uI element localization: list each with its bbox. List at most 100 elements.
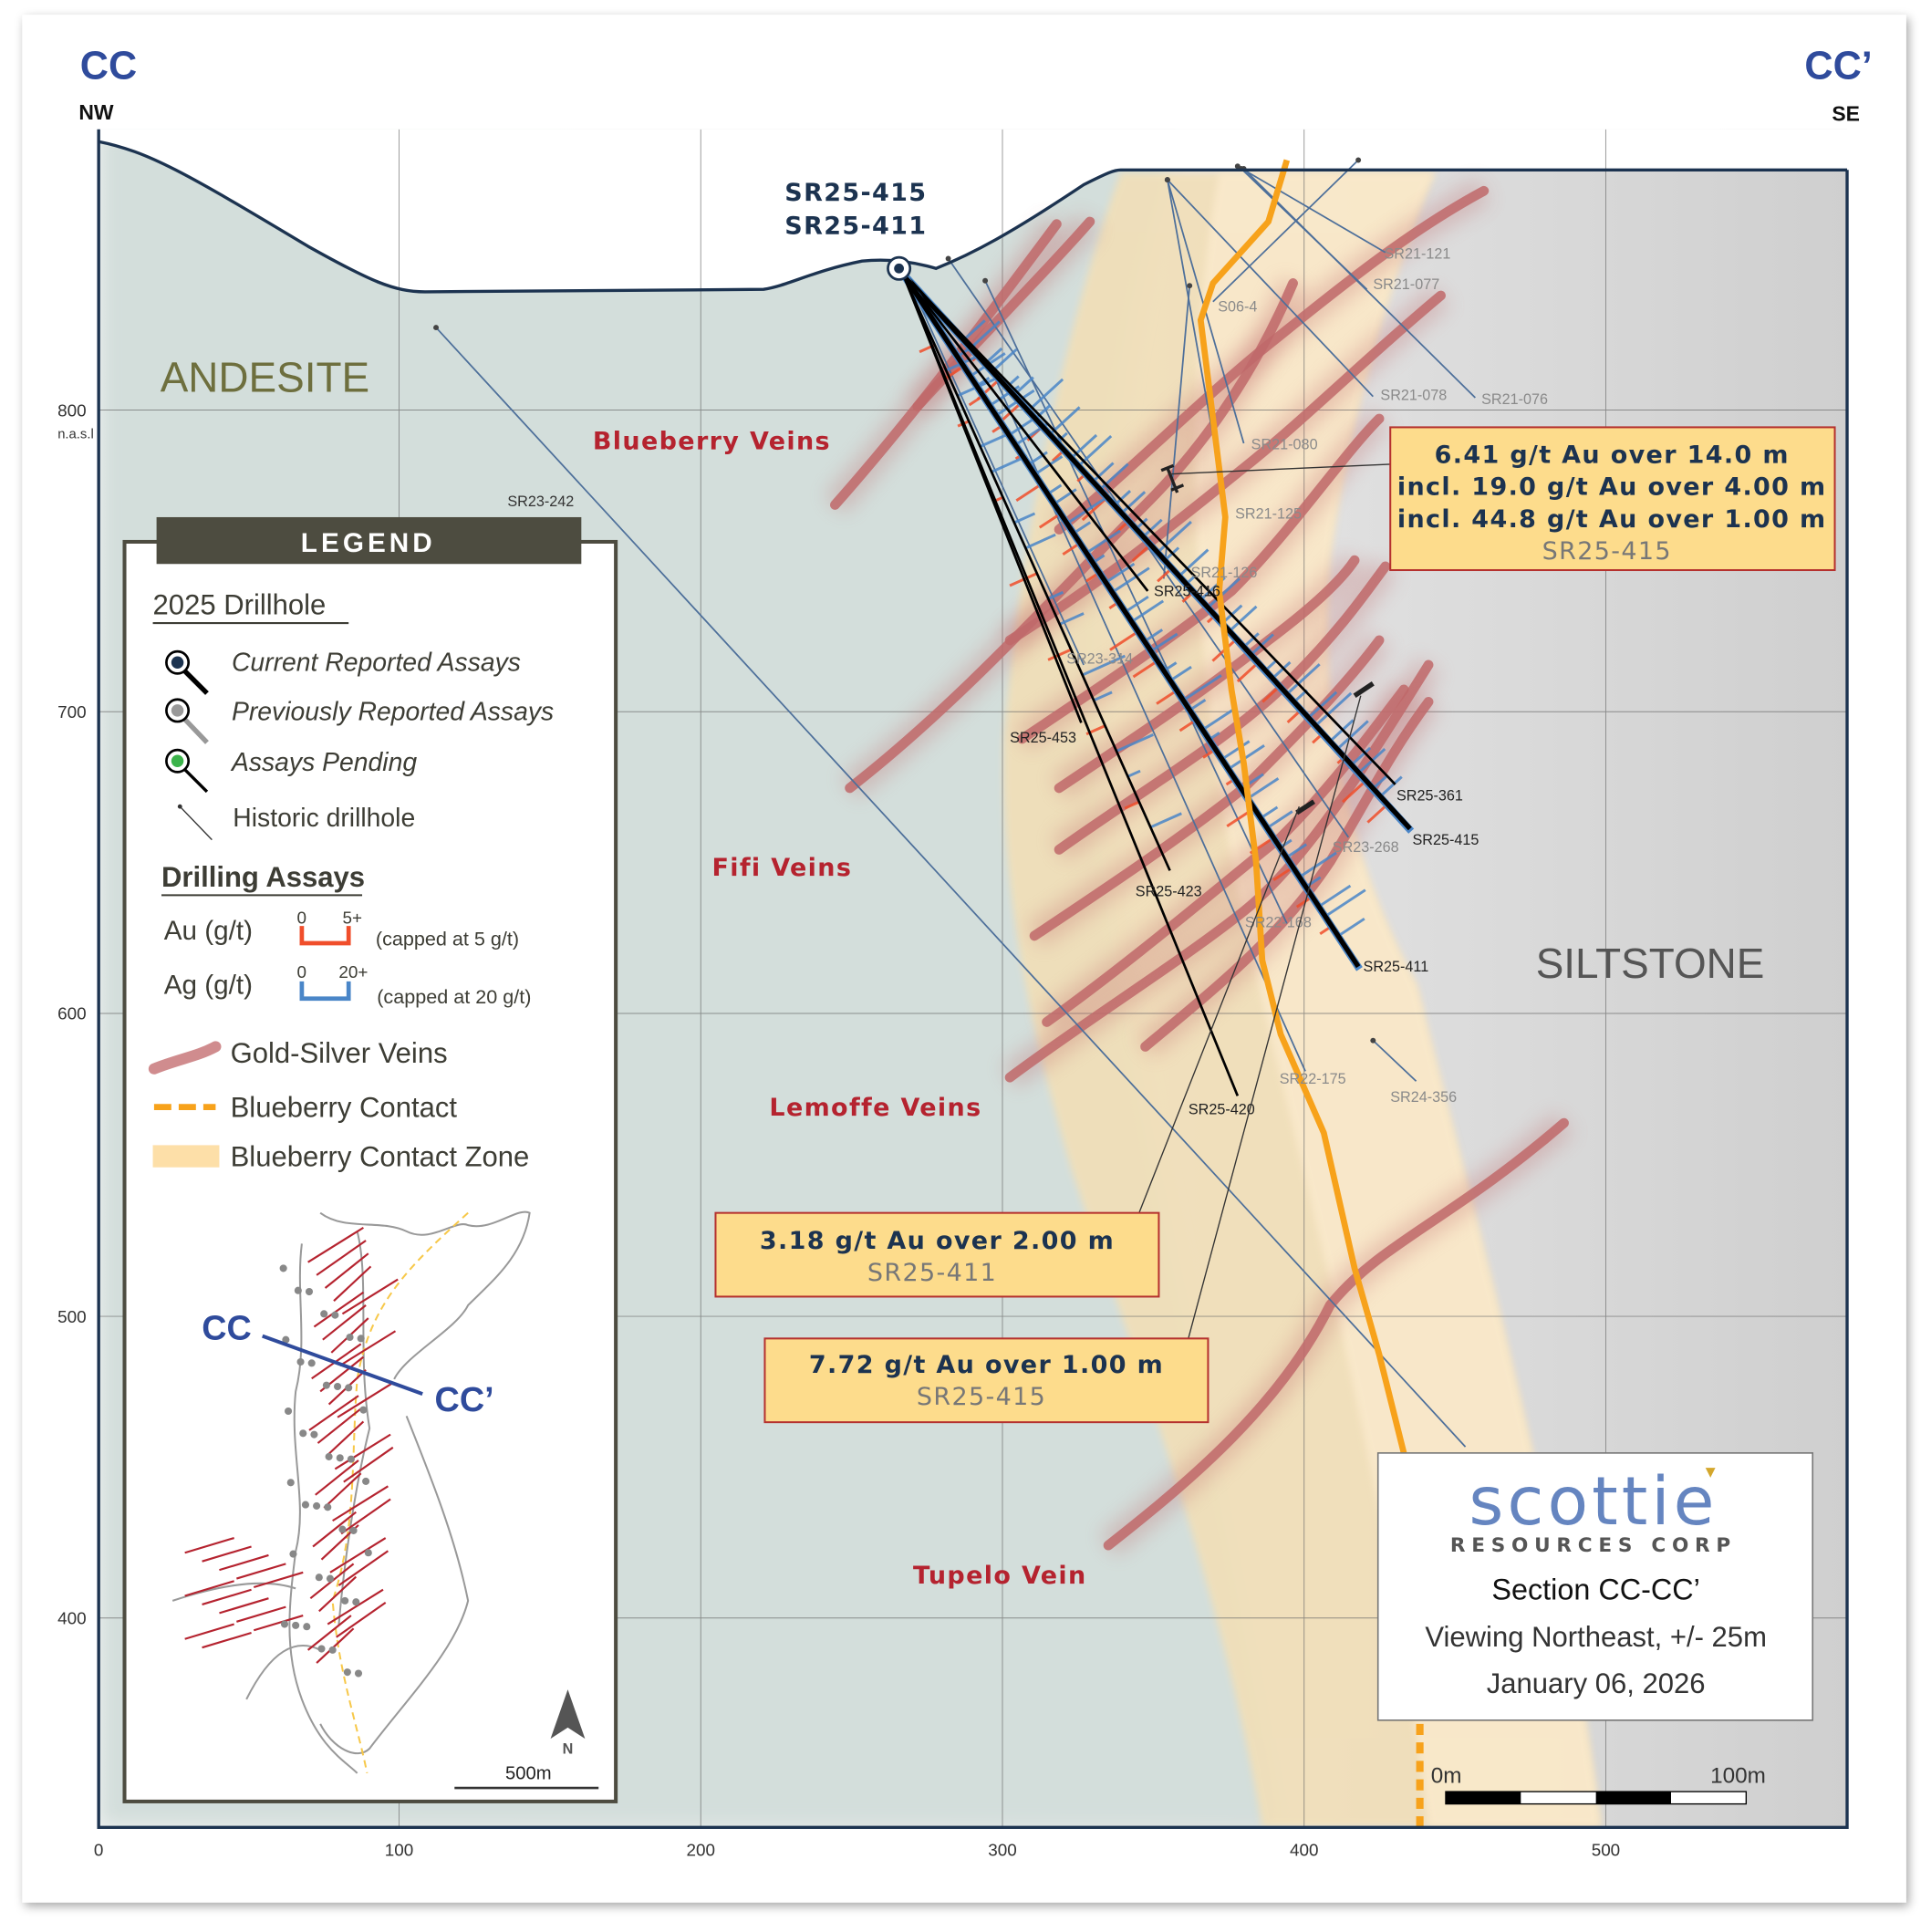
ag-assay-bar [979, 433, 1008, 448]
ag-assay-bar [1027, 451, 1048, 466]
legend-au-label: Au (g/t) [164, 916, 253, 946]
inset-vein [219, 1553, 269, 1572]
ag-assay-bar [1336, 720, 1369, 751]
ag-assay-bar [1149, 812, 1182, 829]
inset-vein [236, 1605, 286, 1623]
inset-collar [338, 1525, 347, 1533]
inset-vein [324, 1252, 369, 1289]
drillhole-label-sr25-415: SR25-415 [1413, 832, 1479, 848]
x-tick-300: 300 [988, 1841, 1017, 1860]
au-assay-bar [1156, 689, 1178, 705]
drillhole-labels: SR25-415SR25-411SR25-361SR25-453SR25-423… [507, 245, 1548, 1117]
inset-collar [301, 1501, 310, 1509]
inset-vein [343, 1446, 394, 1483]
callout-1: 6.41 g/t Au over 14.0 m incl. 19.0 g/t A… [1389, 426, 1836, 572]
company-logo-wordmark: scottie [1469, 1463, 1718, 1541]
siltstone-label: SILTSTONE [1536, 940, 1765, 987]
blueberry-veins-label: Blueberry Veins [593, 428, 831, 456]
historic-drillhole-trace [1237, 165, 1386, 254]
drillhole-2025-trace [900, 272, 1361, 969]
contact-zone-inner [1195, 171, 1602, 1828]
scale-start-label: 0m [1431, 1764, 1462, 1789]
ag-assay-bar [1150, 632, 1178, 653]
inset-vein [340, 1498, 391, 1535]
intercept-marker [1295, 799, 1315, 815]
inset-vein [307, 1226, 364, 1263]
inset-location-map [171, 1210, 531, 1774]
blueberry-contact-line [1197, 159, 1407, 1454]
inset-collar [292, 1621, 300, 1629]
au-assay-bar [995, 495, 1004, 502]
ag-assay-bar [1201, 707, 1237, 732]
legend: LEGEND 2025 Drillhole Current Reported A… [122, 516, 618, 1803]
inset-collar [349, 1526, 358, 1534]
logo-triangle-icon [1705, 1468, 1716, 1478]
ag-assay-bar [1250, 633, 1274, 656]
intercept-marker [1160, 463, 1185, 493]
section-end-label: CC’ [1804, 44, 1872, 88]
drillhole-label-sr21-076: SR21-076 [1481, 391, 1548, 408]
inset-road [319, 1416, 470, 1755]
historic-collar [1370, 1037, 1376, 1044]
vein [1042, 684, 1409, 1027]
drillhole-label-sr25-423: SR25-423 [1136, 884, 1202, 900]
historic-drillhole-trace [1167, 179, 1374, 398]
ag-assay-bar [1272, 660, 1292, 680]
inset-collar [282, 1335, 290, 1344]
au-assay-bar [1132, 660, 1158, 679]
north-label: N [563, 1740, 574, 1757]
drillhole-label-sr21-078: SR21-078 [1380, 388, 1447, 404]
legend-ag-max: 20+ [338, 963, 368, 982]
ag-assay-bar [1142, 518, 1163, 538]
inset-vein [337, 1382, 394, 1418]
inset-collar [280, 1620, 289, 1628]
inset-vein [341, 1278, 399, 1315]
inset-vein [316, 1240, 367, 1276]
x-tick-200: 200 [687, 1841, 715, 1860]
callout-leaders [1138, 463, 1391, 1339]
inset-collar [343, 1668, 351, 1677]
collar-label-sr25-411: SR25-411 [784, 212, 927, 240]
ag-assay-bar [1298, 851, 1337, 878]
gold-silver-veins [825, 179, 1573, 1556]
y-tick-700: 700 [57, 703, 87, 722]
drillhole-label-sr25-420: SR25-420 [1189, 1102, 1255, 1118]
drillhole-2025-trace [901, 273, 1240, 1096]
inset-vein [308, 1395, 359, 1431]
inset-vein [318, 1575, 358, 1613]
inset-collar [286, 1479, 295, 1487]
ag-assay-bar [1169, 665, 1192, 682]
vein [1103, 1117, 1569, 1551]
inset-vein [184, 1536, 234, 1554]
au-assay-bar [1366, 803, 1389, 824]
callout-3-hole: SR25-415 [917, 1383, 1046, 1411]
callout-1-line-3: incl. 44.8 g/t Au over 1.00 m [1397, 505, 1827, 534]
inset-collar [364, 1549, 372, 1557]
callout-1-line-2: incl. 19.0 g/t Au over 4.00 m [1397, 473, 1827, 502]
historic-collar [982, 277, 989, 284]
inset-collar [310, 1430, 318, 1439]
company-logo-subtitle: RESOURCES CORP [1450, 1534, 1737, 1557]
section-start-direction: NW [78, 100, 114, 124]
au-assay-bar [1015, 483, 1043, 503]
ag-assay-bar [1247, 777, 1280, 800]
legend-blueberry-contact-zone: Blueberry Contact Zone [231, 1140, 530, 1172]
drillhole-label-sr25-453: SR25-453 [1010, 730, 1076, 746]
plot-border [97, 129, 1849, 1829]
legend-au-min: 0 [297, 909, 307, 928]
x-axis: 0 100 200 300 400 500 [94, 1841, 1620, 1860]
inset-vein [184, 1580, 234, 1597]
legend-blueberry-contact: Blueberry Contact [231, 1091, 458, 1123]
inset-vein [323, 1472, 362, 1509]
au-assay-bar [1002, 401, 1023, 421]
intercept-marker [1353, 680, 1375, 698]
inset-vein [329, 1537, 387, 1574]
y-tick-800: 800 [57, 401, 87, 421]
legend-assays-pending: Assays Pending [230, 748, 417, 777]
y-unit-label: n.a.s.l [57, 428, 94, 442]
inset-vein [253, 1571, 304, 1589]
drillhole-2025-trace [901, 272, 1149, 592]
callout-2-line-1: 3.18 g/t Au over 2.00 m [760, 1227, 1115, 1255]
ag-assay-bar [995, 389, 1035, 417]
inset-collar [346, 1333, 354, 1342]
